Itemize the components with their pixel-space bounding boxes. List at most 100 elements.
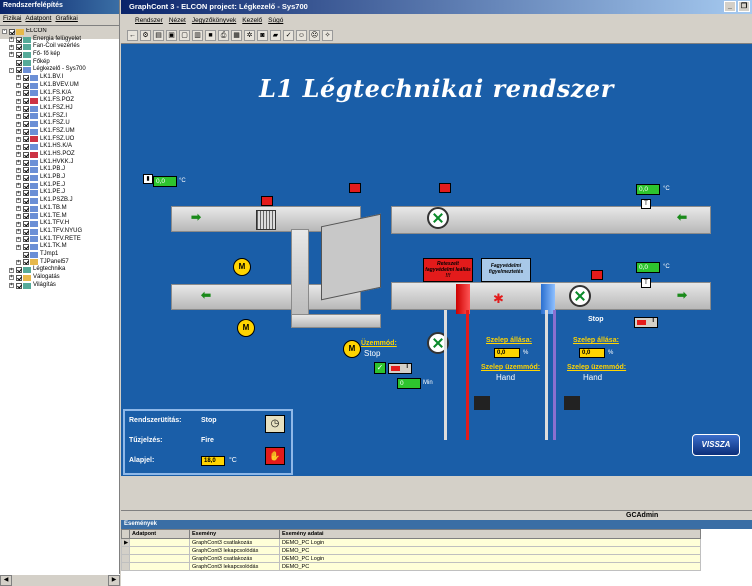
print-icon[interactable]: ⎙ bbox=[218, 30, 229, 41]
tree-node[interactable]: +LK1.TFV.NYUG bbox=[2, 228, 119, 236]
tree-checkbox[interactable] bbox=[16, 282, 22, 289]
scroll-left-icon[interactable]: ◀ bbox=[0, 575, 12, 586]
tree-node[interactable]: TJmp1 bbox=[2, 251, 119, 259]
tree-checkbox[interactable] bbox=[23, 113, 29, 120]
pump-enable-checkbox[interactable]: ✓ bbox=[374, 362, 386, 374]
tree-checkbox[interactable] bbox=[16, 51, 22, 58]
expand-icon[interactable]: + bbox=[16, 243, 21, 250]
damper-motor-icon[interactable]: M bbox=[343, 340, 361, 358]
menu-sugo[interactable]: Súgó bbox=[268, 17, 284, 24]
tree-checkbox[interactable] bbox=[23, 121, 29, 128]
pump-fan-icon[interactable] bbox=[427, 332, 449, 354]
tree-checkbox[interactable] bbox=[23, 151, 29, 158]
expand-icon[interactable]: + bbox=[9, 43, 14, 50]
tree-node[interactable]: +LK1.FSZ.I bbox=[2, 113, 119, 121]
user-icon[interactable]: ☺ bbox=[296, 30, 307, 41]
row-selector[interactable] bbox=[121, 562, 130, 571]
tree-checkbox[interactable] bbox=[23, 174, 29, 181]
expand-icon[interactable]: + bbox=[9, 282, 14, 289]
supply-fan-switch[interactable] bbox=[634, 317, 658, 328]
hand-icon[interactable]: ✋ bbox=[265, 447, 285, 465]
expand-icon[interactable]: + bbox=[16, 182, 21, 189]
pump-switch[interactable] bbox=[388, 363, 412, 374]
expand-icon[interactable]: + bbox=[16, 135, 21, 142]
scroll-track[interactable] bbox=[12, 575, 108, 586]
column-header[interactable]: Adatpont bbox=[129, 529, 190, 539]
tree-node[interactable]: +LK1.PSZB.J bbox=[2, 197, 119, 205]
tree-checkbox[interactable] bbox=[23, 213, 29, 220]
tree-node[interactable]: +LK1.TFV.H bbox=[2, 220, 119, 228]
tree-checkbox[interactable] bbox=[23, 82, 29, 89]
frost-warning-indicator[interactable]: Fagyvédelmi figyelmeztetés bbox=[481, 258, 531, 282]
window3-icon[interactable]: ▥ bbox=[192, 30, 203, 41]
tree-node[interactable]: +LK1.FSZ.HJ bbox=[2, 105, 119, 113]
restore-icon[interactable]: ❐ bbox=[738, 1, 750, 12]
expand-icon[interactable]: + bbox=[16, 128, 21, 135]
tree-node[interactable]: +LK1.FSZ.UO bbox=[2, 136, 119, 144]
tree-node[interactable]: +LK1.TB.M bbox=[2, 205, 119, 213]
tree-checkbox[interactable] bbox=[16, 67, 22, 74]
expand-icon[interactable]: + bbox=[16, 105, 21, 112]
tree-checkbox[interactable] bbox=[23, 144, 29, 151]
window2-icon[interactable]: ▢ bbox=[179, 30, 190, 41]
pressure-switch-icon[interactable] bbox=[349, 183, 361, 193]
tree-checkbox[interactable] bbox=[23, 221, 29, 228]
tree-checkbox[interactable] bbox=[16, 44, 22, 51]
expand-icon[interactable]: + bbox=[16, 89, 21, 96]
expand-icon[interactable]: + bbox=[16, 220, 21, 227]
tree-node[interactable]: +LK1.FSZ.U bbox=[2, 120, 119, 128]
expand-icon[interactable]: + bbox=[16, 174, 21, 181]
valve1-position-value[interactable]: 0,0 bbox=[494, 348, 520, 358]
setpoint-value[interactable]: 18,0 bbox=[201, 456, 225, 466]
tree-node[interactable]: +LK1.PB.J bbox=[2, 166, 119, 174]
expand-icon[interactable]: + bbox=[9, 274, 14, 281]
tab-grafikai[interactable]: Grafikai bbox=[55, 15, 78, 22]
row-selector[interactable] bbox=[121, 546, 130, 555]
menu-nezet[interactable]: Nézet bbox=[168, 17, 186, 24]
column-header[interactable]: Esemény adatai bbox=[279, 529, 701, 539]
expand-icon[interactable]: + bbox=[16, 258, 21, 265]
tree-checkbox[interactable] bbox=[23, 228, 29, 235]
tree-node[interactable]: +LK1.HS.POZ bbox=[2, 151, 119, 159]
tree-node[interactable]: +LK1.FS.K/A bbox=[2, 90, 119, 98]
expand-icon[interactable]: + bbox=[16, 151, 21, 158]
expand-icon[interactable]: + bbox=[16, 112, 21, 119]
tree-checkbox[interactable] bbox=[23, 236, 29, 243]
valve-actuator-icon[interactable] bbox=[474, 396, 490, 410]
tree-node[interactable]: +Fan-Coil vezérlés bbox=[2, 43, 119, 51]
tree-checkbox[interactable] bbox=[23, 197, 29, 204]
back-button[interactable]: VISSZA bbox=[692, 434, 740, 456]
tree-checkbox[interactable] bbox=[23, 205, 29, 212]
ok-icon[interactable]: ✓ bbox=[283, 30, 294, 41]
menu-jegyzokonyvek[interactable]: Jegyzőkönyvek bbox=[191, 17, 237, 24]
tab-adatpont[interactable]: Adatpont bbox=[25, 15, 52, 22]
clock-icon[interactable]: ◷ bbox=[265, 415, 285, 433]
user-delete-icon[interactable]: ☹ bbox=[309, 30, 320, 41]
expand-icon[interactable]: + bbox=[16, 205, 21, 212]
column-header[interactable]: Esemény bbox=[189, 529, 280, 539]
tree-checkbox[interactable] bbox=[23, 190, 29, 197]
tree-checkbox[interactable] bbox=[23, 128, 29, 135]
valve2-position-value[interactable]: 0,0 bbox=[579, 348, 605, 358]
tree-node[interactable]: +Világítás bbox=[2, 282, 119, 290]
tree-checkbox[interactable] bbox=[16, 274, 22, 281]
tree-node[interactable]: +Válogatás bbox=[2, 274, 119, 282]
expand-icon[interactable]: + bbox=[9, 36, 14, 43]
tree-checkbox[interactable] bbox=[16, 59, 22, 66]
expand-icon[interactable]: + bbox=[16, 120, 21, 127]
expand-icon[interactable]: + bbox=[16, 235, 21, 242]
expand-icon[interactable]: + bbox=[16, 159, 21, 166]
folder-icon[interactable]: ▰ bbox=[270, 30, 281, 41]
damper-motor-icon[interactable]: M bbox=[237, 319, 255, 337]
tree-node[interactable]: +LK1.PE.J bbox=[2, 182, 119, 190]
pressure-switch-icon[interactable] bbox=[261, 196, 273, 206]
pressure-switch-icon[interactable] bbox=[591, 270, 603, 280]
pressure-switch-icon[interactable] bbox=[439, 183, 451, 193]
collapse-icon[interactable]: - bbox=[9, 66, 14, 73]
expand-icon[interactable]: + bbox=[16, 82, 21, 89]
tree-checkbox[interactable] bbox=[16, 267, 22, 274]
tree-checkbox[interactable] bbox=[23, 244, 29, 251]
tree-node[interactable]: +Fő- fő kép bbox=[2, 51, 119, 59]
tab-fizikai[interactable]: Fizikai bbox=[3, 15, 22, 22]
